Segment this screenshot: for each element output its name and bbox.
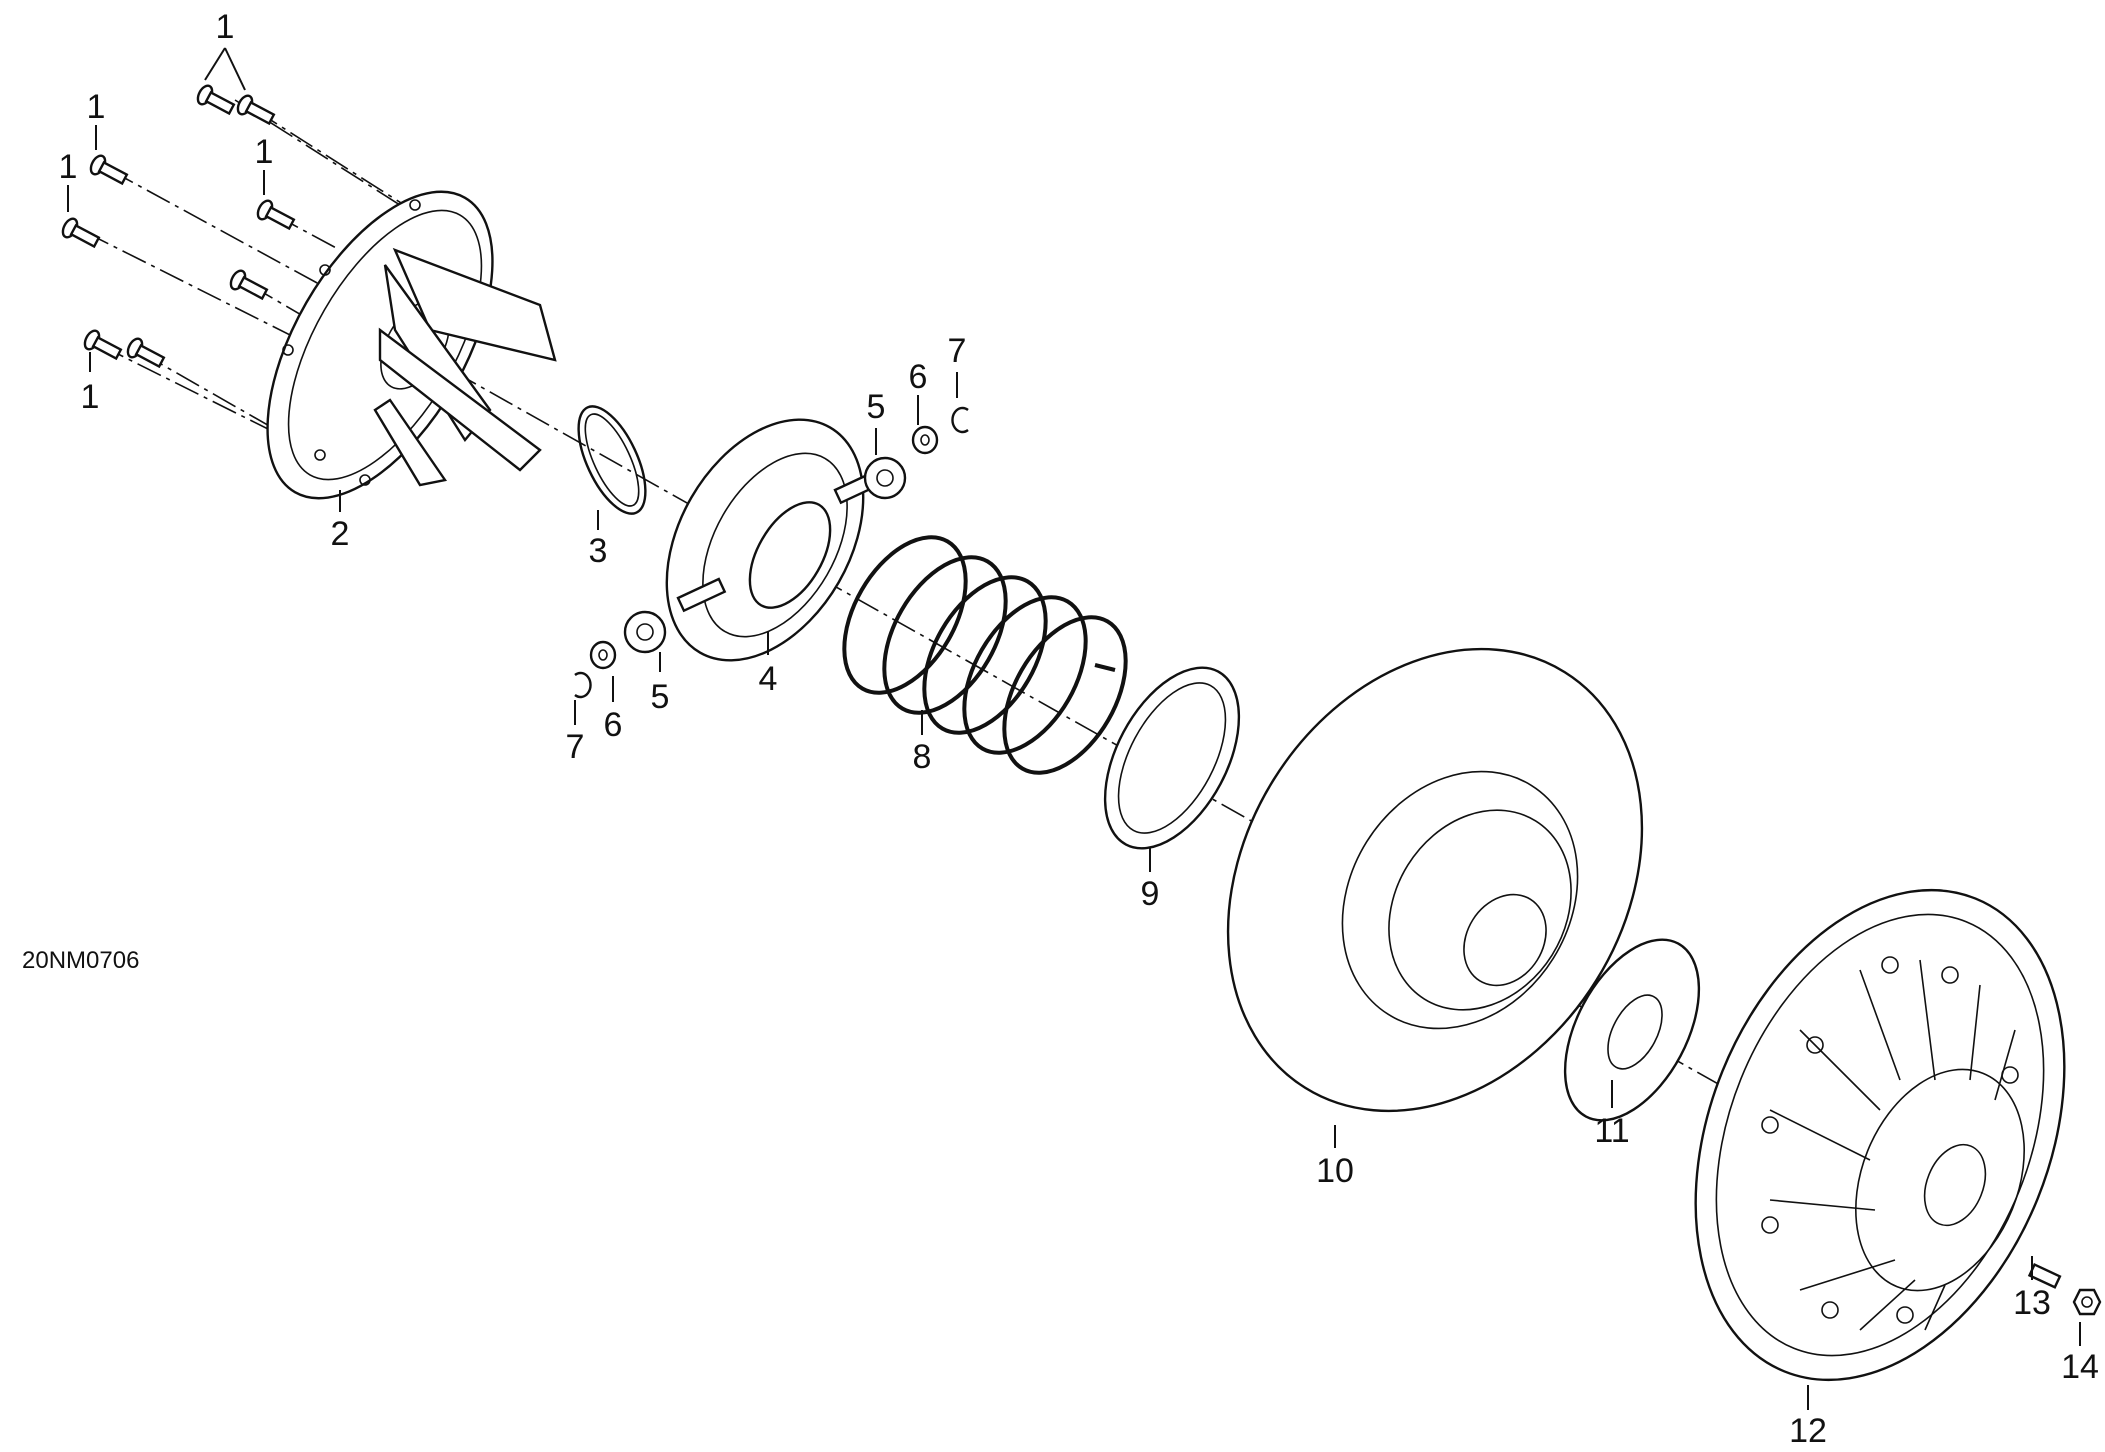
callout-1-bottom: 1 (81, 378, 100, 416)
leader-lines (67, 47, 2081, 1410)
callout-7-upper: 7 (948, 332, 967, 370)
spring-part-8 (842, 535, 1128, 775)
callout-13: 13 (2013, 1284, 2051, 1322)
screw-part-1 (61, 84, 296, 369)
callout-9: 9 (1141, 875, 1160, 913)
callout-1-center: 1 (255, 133, 274, 171)
snap-ring-part-3 (577, 405, 647, 515)
sliding-sheave-part-10 (1226, 647, 1644, 1113)
nut-part-14 (2072, 1288, 2102, 1316)
callout-labels: 1 1 1 1 1 2 3 4 5 6 7 5 6 7 8 9 10 11 12… (59, 8, 2099, 1450)
callout-8: 8 (913, 738, 932, 776)
cam-holder-part-4 (665, 418, 884, 662)
spider-cover-part-2 (266, 190, 557, 500)
callout-1-upper-left: 1 (87, 88, 106, 126)
callout-6-upper: 6 (909, 358, 928, 396)
callout-10: 10 (1316, 1152, 1354, 1190)
roller-part-5 (623, 456, 907, 654)
seal-ring-part-9 (1103, 666, 1241, 850)
callout-12: 12 (1789, 1412, 1827, 1450)
callout-6-lower: 6 (604, 706, 623, 744)
fixed-sheave-part-12 (1694, 888, 2066, 1382)
callout-14: 14 (2061, 1348, 2099, 1386)
washer-part-11 (1563, 938, 1701, 1122)
washer-part-6 (589, 425, 939, 670)
callout-4: 4 (759, 660, 778, 698)
callout-5-lower: 5 (651, 678, 670, 716)
e-clip-part-7 (574, 406, 969, 699)
callout-7-lower: 7 (566, 728, 585, 766)
callout-1-top: 1 (216, 8, 235, 46)
callout-1-left: 1 (59, 148, 78, 186)
callout-2: 2 (331, 515, 350, 553)
callout-3: 3 (589, 532, 608, 570)
callout-5-upper: 5 (867, 388, 886, 426)
callout-11: 11 (1594, 1112, 1629, 1150)
figure-code: 20NM0706 (22, 947, 139, 974)
